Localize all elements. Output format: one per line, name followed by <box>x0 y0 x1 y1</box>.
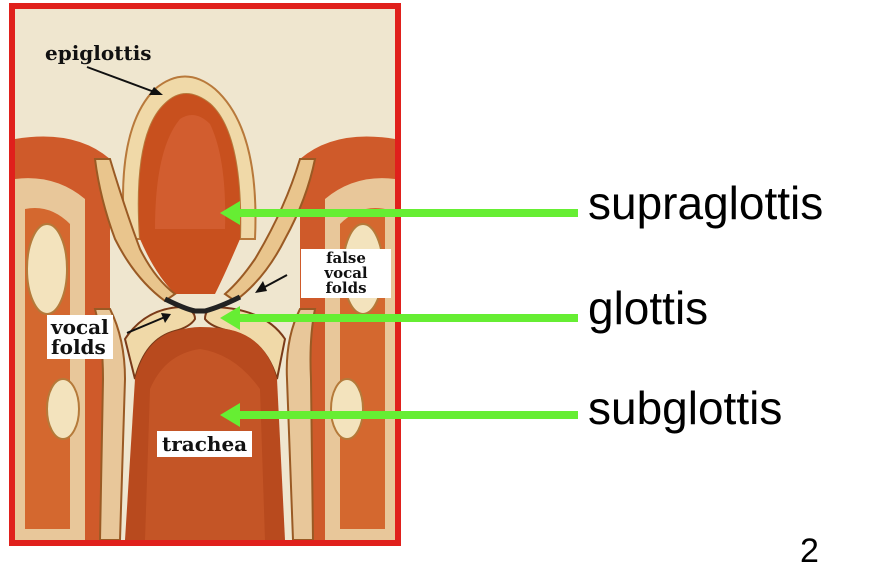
supraglottis-arrow <box>220 201 578 225</box>
glottis-arrow <box>220 306 578 330</box>
supraglottis-label: supraglottis <box>588 180 823 226</box>
subglottis-label: subglottis <box>588 385 782 431</box>
glottis-label: glottis <box>588 285 708 331</box>
slide: epiglottis false vocal folds vocal folds… <box>0 0 879 553</box>
page-number: 2 <box>800 534 819 568</box>
region-arrows <box>0 0 879 553</box>
subglottis-arrow <box>220 403 578 427</box>
